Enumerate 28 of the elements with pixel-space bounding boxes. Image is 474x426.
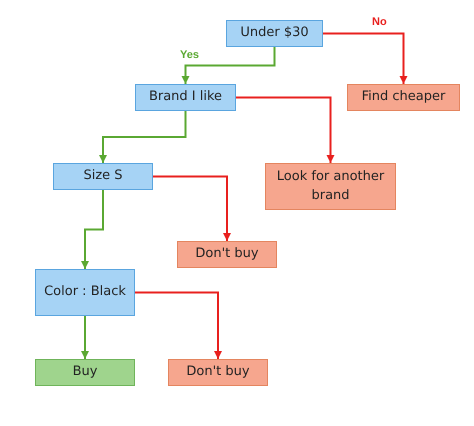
edge-label: Yes <box>180 49 199 61</box>
box-text: Don't buy <box>195 245 259 264</box>
box-text: Brand I like <box>148 88 222 106</box>
arrow <box>135 292 222 359</box>
edge-label: No <box>372 16 387 28</box>
decision-box <box>35 269 135 316</box>
arrow <box>236 96 334 163</box>
decision-box <box>226 20 323 47</box>
arrow <box>323 32 408 84</box>
box-text: Color : Black <box>44 283 126 302</box>
box-text: Size S <box>83 167 123 186</box>
box-text: Under $30 <box>240 24 309 42</box>
box-text: Find cheaper <box>362 88 446 106</box>
arrow <box>153 176 231 241</box>
box-text: Look for another brand <box>276 168 386 204</box>
outcome-box <box>347 84 460 111</box>
box-text: Buy <box>72 363 98 382</box>
outcome-box <box>35 359 135 386</box>
outcome-box <box>168 359 268 386</box>
outcome-box <box>265 163 396 210</box>
arrow <box>182 47 276 84</box>
arrow <box>81 190 104 269</box>
box-text: Don't buy <box>186 363 250 382</box>
arrow <box>81 316 89 359</box>
decision-box <box>135 84 236 111</box>
outcome-box <box>177 241 277 268</box>
decision-box <box>53 163 153 190</box>
arrow <box>99 111 186 163</box>
